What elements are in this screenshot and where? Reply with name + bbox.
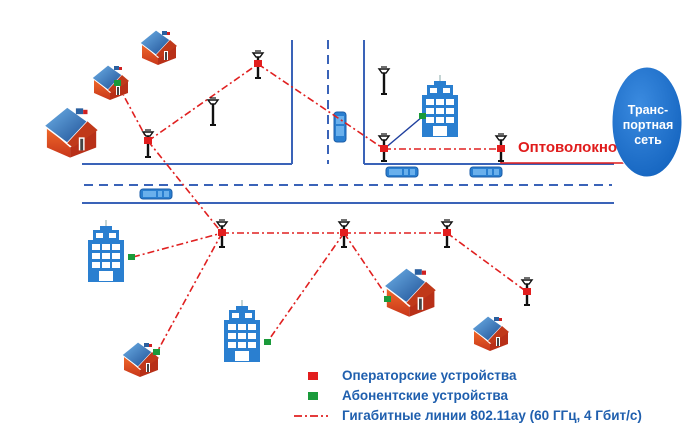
operator-device-icon (523, 288, 531, 295)
car-icon (469, 166, 503, 178)
subscriber-device-icon (153, 349, 160, 355)
buildings (87, 74, 459, 363)
subscriber-device-swatch-icon (308, 392, 318, 400)
legend-label: Операторские устройства (342, 368, 517, 383)
car-icon (385, 166, 419, 178)
lamp-poles (141, 49, 534, 307)
house-icon (121, 339, 160, 379)
operator-device-icon (380, 145, 388, 152)
subscriber-device-icon (128, 254, 135, 260)
lamp-pole-icon (377, 65, 391, 96)
car-icon (139, 188, 173, 200)
transport-network-node (611, 66, 683, 178)
fiber-label: Оптоволокно (518, 139, 618, 156)
operator-device-icon (254, 60, 262, 67)
link (257, 63, 385, 150)
operator-device-icon (443, 229, 451, 236)
operator-device-icon (497, 145, 505, 152)
office-building-icon (421, 74, 459, 138)
house-icon (43, 103, 99, 160)
house-icon (471, 313, 510, 353)
link (267, 232, 345, 342)
office-building-icon (223, 299, 261, 363)
legend-label: Гигабитные линии 802.11ay (60 ГГц, 4 Гби… (342, 408, 642, 423)
subscriber-device-icon (264, 339, 271, 345)
house-icon (383, 264, 437, 319)
roads (82, 40, 614, 204)
operator-device-icon (340, 229, 348, 236)
link (147, 63, 259, 142)
dash-dot-line-icon (294, 415, 328, 417)
wireless-links (117, 63, 528, 353)
office-building-icon (87, 219, 125, 283)
lamp-pole-icon (206, 96, 220, 127)
subscriber-devices (114, 80, 426, 355)
legend-label: Абонентские устройства (342, 388, 509, 403)
transport-label-line: сеть (634, 133, 662, 147)
subscriber-device-icon (114, 80, 121, 86)
link (156, 232, 223, 353)
link (132, 232, 223, 258)
transport-label-line: Транс- (627, 103, 669, 117)
transport-label-line: портная (622, 118, 674, 132)
link (147, 140, 223, 234)
operator-devices (144, 60, 531, 295)
link (446, 232, 528, 293)
link (343, 232, 389, 299)
operator-device-icon (218, 229, 226, 236)
subscriber-device-icon (384, 296, 391, 302)
operator-device-icon (144, 137, 152, 144)
subscriber-link (383, 116, 423, 150)
house-icon (139, 27, 178, 67)
transport-network-label: Транс- портная сеть (614, 103, 682, 148)
subscriber-device-icon (419, 113, 426, 119)
operator-device-swatch-icon (308, 372, 318, 380)
